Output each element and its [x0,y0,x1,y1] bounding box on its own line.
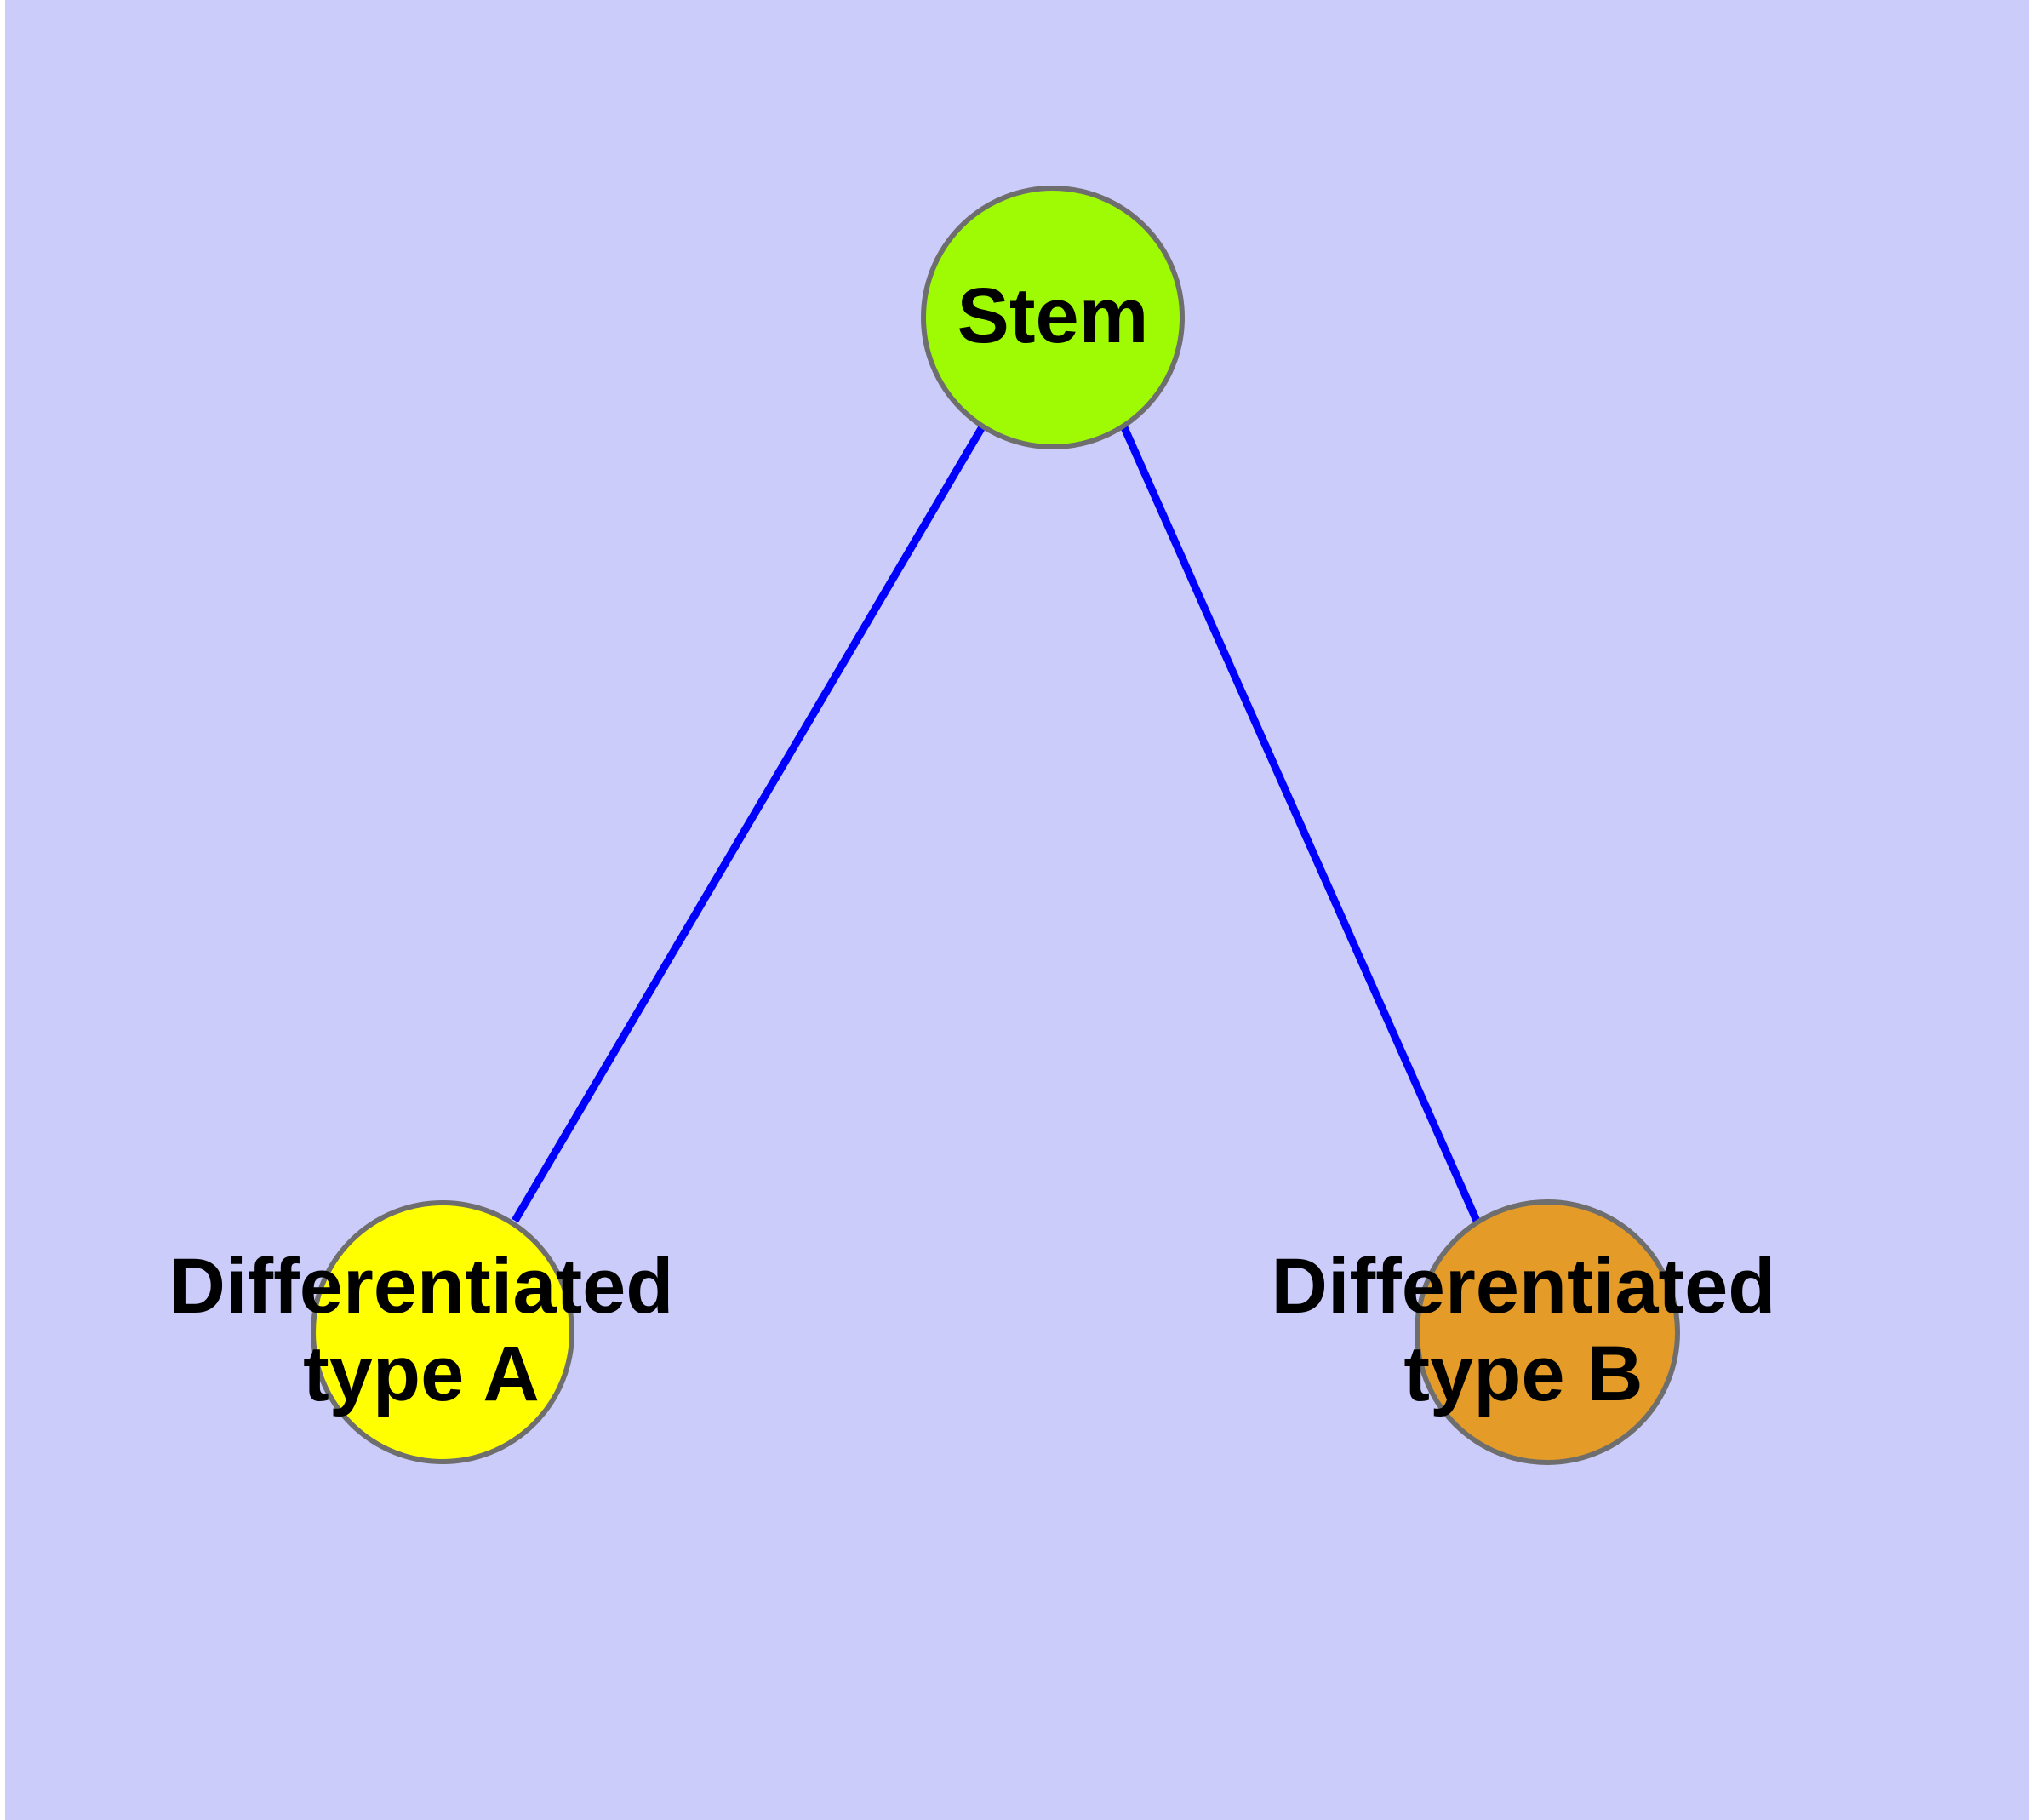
node-circle-differentiated-type-b[interactable] [1415,1199,1680,1465]
edge-stem-to-differentiated-type-a[interactable] [512,423,986,1223]
node-circle-differentiated-type-a[interactable] [311,1200,574,1464]
node-circle-stem[interactable] [921,186,1185,449]
edge-stem-to-differentiated-type-b[interactable] [1119,424,1481,1222]
